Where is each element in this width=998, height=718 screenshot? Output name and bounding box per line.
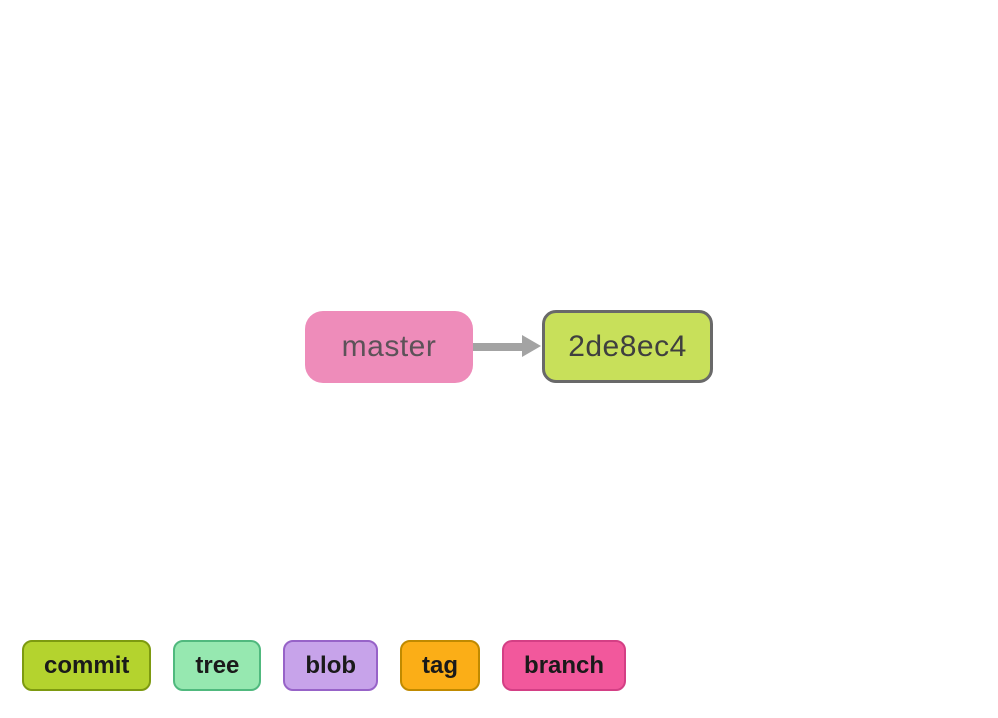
arrow-right-icon [473,335,541,358]
legend-item-commit: commit [22,640,152,691]
legend-item-tree: tree [173,640,262,691]
arrow-shaft [473,343,522,351]
commit-node-2de8ec4[interactable]: 2de8ec4 [542,310,713,383]
legend-item-tag: tag [400,640,481,691]
legend-item-blob: blob [283,640,379,691]
branch-node-master[interactable]: master [305,311,473,383]
legend: commit tree blob tag branch [22,640,627,691]
legend-item-branch: branch [502,640,627,691]
arrow-head [522,335,541,357]
